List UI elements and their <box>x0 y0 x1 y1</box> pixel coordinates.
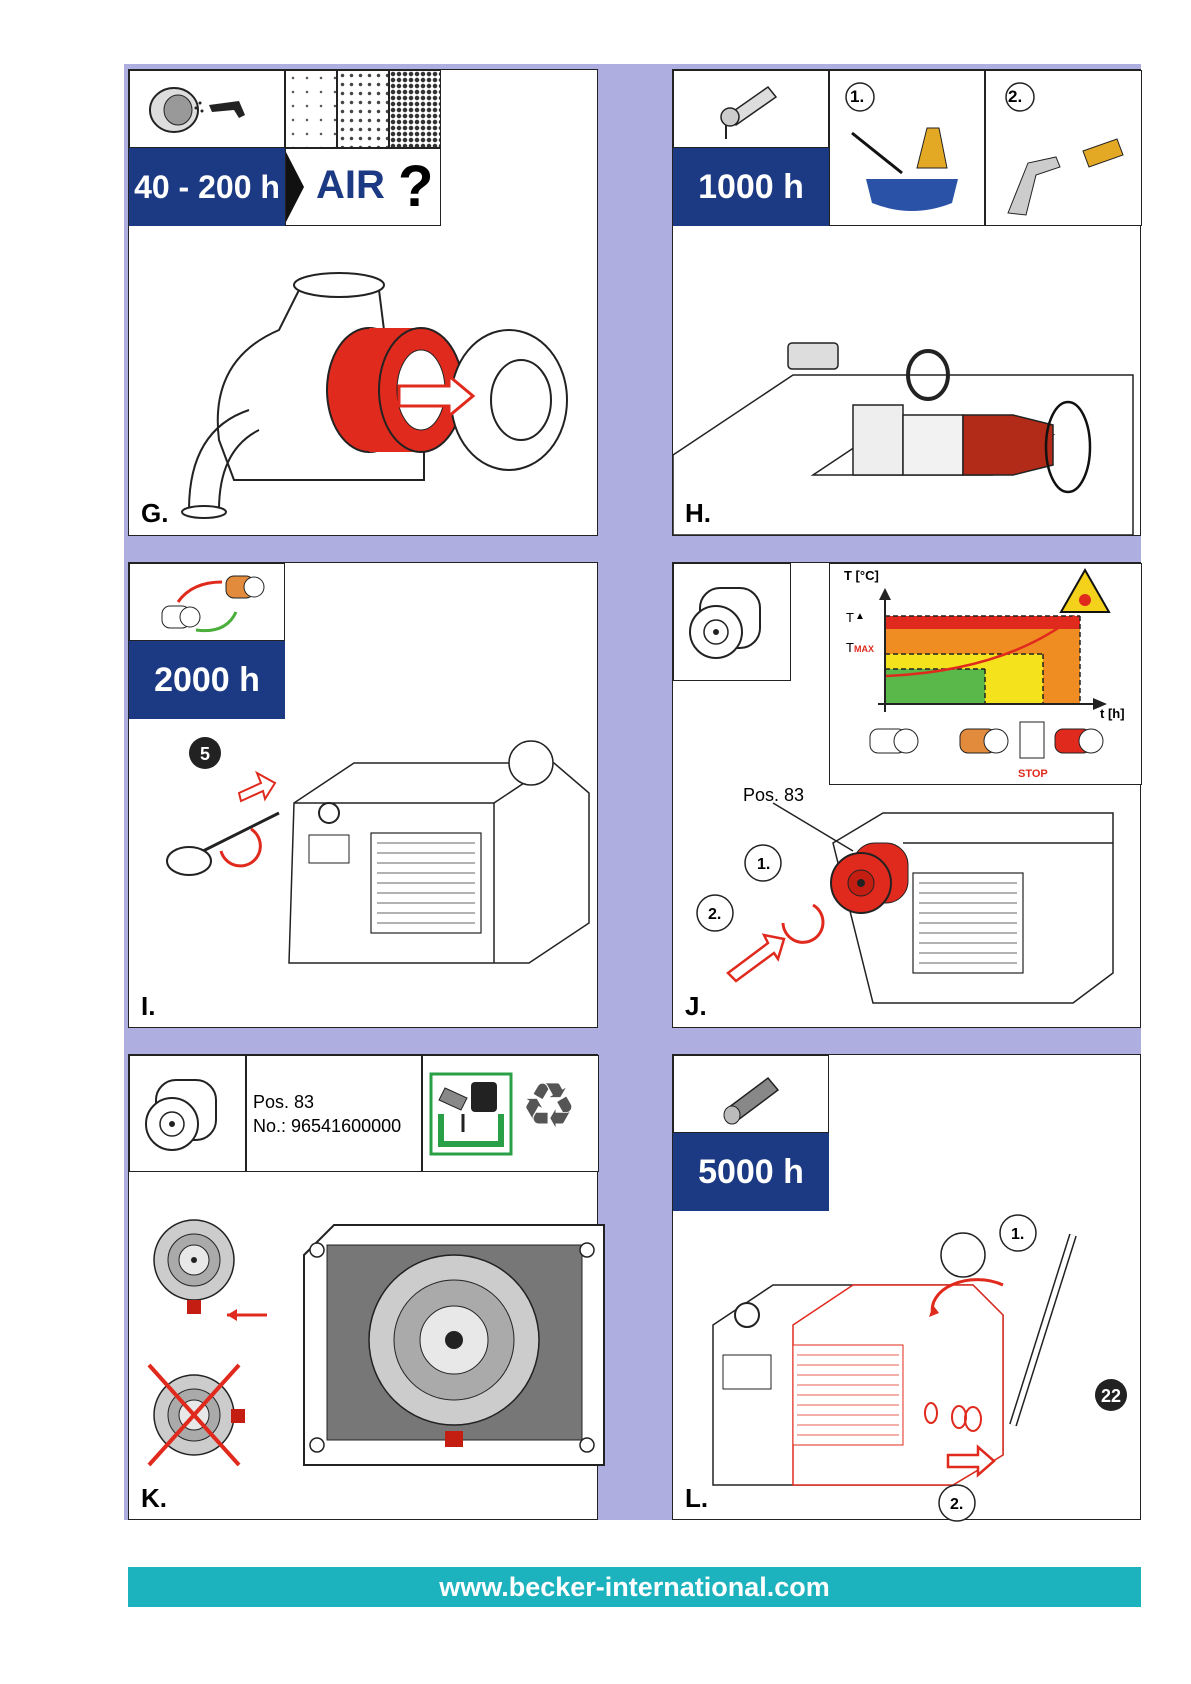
panel-i: 2000 h 5 I. <box>128 562 598 1028</box>
panel-i-letter: I. <box>141 991 155 1022</box>
cartridge-icon <box>678 568 788 678</box>
footer-url[interactable]: www.becker-international.com <box>439 1572 830 1603</box>
valve-icon <box>678 75 828 145</box>
panel-l: 5000 h 1. 22 2. L. <box>672 1054 1141 1520</box>
j-graph-stop: STOP <box>1018 768 1048 780</box>
g-dust-cell-2 <box>337 70 389 148</box>
l-wrench-size: 22 <box>1101 1386 1121 1406</box>
k-icon-cell <box>129 1055 246 1172</box>
filter-screen-icon <box>678 1060 828 1130</box>
pump-cartridge-removal-illustration: 1. 2. <box>673 803 1133 1023</box>
filter-blow-icon <box>134 75 284 145</box>
l-step2-label: 2. <box>950 1496 963 1513</box>
footer-url-bar: www.becker-international.com <box>128 1567 1141 1607</box>
g-air-label: AIR <box>316 163 385 208</box>
panel-k: Pos. 83 No.: 96541600000 ♻ K. <box>128 1054 598 1520</box>
pump-drain-screw-illustration: 5 <box>129 723 589 1023</box>
i-interval-header: 2000 h <box>129 641 285 719</box>
k-part-cell: Pos. 83 No.: 96541600000 <box>246 1055 422 1172</box>
j-temperature-graph-cell: T [°C] T ▲ TMAX t [h] STOP <box>829 563 1142 785</box>
h-icon-cell <box>673 70 829 148</box>
panel-j: T [°C] T ▲ TMAX t [h] STOP <box>672 562 1141 1028</box>
air-filter-illustration <box>149 260 589 520</box>
h-step1-cell: 1. <box>829 70 985 226</box>
h-step2-label: 2. <box>1008 87 1022 107</box>
i-icon-cell <box>129 563 285 641</box>
arrow-right-icon <box>286 152 306 222</box>
j-step1-label: 1. <box>757 856 770 873</box>
g-air-cell: AIR ? <box>285 148 441 226</box>
g-dust-cell-1 <box>285 70 337 148</box>
k-pos-label: Pos. 83 <box>253 1092 314 1113</box>
panel-h: 1000 h 1. 2. H. <box>672 69 1141 536</box>
g-icon-cell <box>129 70 285 148</box>
k-disposal-cell: ♻ <box>422 1055 599 1172</box>
question-mark-icon: ? <box>398 153 433 220</box>
panel-g: 40 - 200 h AIR ? G. <box>128 69 598 536</box>
panel-k-letter: K. <box>141 1483 167 1514</box>
g-interval-header: 40 - 200 h <box>129 148 285 226</box>
l-step1-label: 1. <box>1011 1226 1024 1243</box>
l-icon-cell <box>673 1055 829 1133</box>
l-interval-header: 5000 h <box>673 1133 829 1211</box>
j-icon-cell <box>673 563 791 681</box>
panel-g-letter: G. <box>141 498 168 529</box>
j-step2-label: 2. <box>708 906 721 923</box>
h-step2-cell: 2. <box>985 70 1142 226</box>
g-dust-cell-3 <box>389 70 441 148</box>
panel-j-letter: J. <box>685 991 707 1022</box>
swap-cylinder-icon <box>134 568 284 638</box>
h-interval-header: 1000 h <box>673 148 829 226</box>
vacuum-relief-valve-illustration <box>673 235 1133 535</box>
panel-l-letter: L. <box>685 1483 708 1514</box>
cartridge-icon <box>134 1060 244 1170</box>
h-step1-label: 1. <box>850 87 864 107</box>
temperature-time-graph <box>830 564 1130 764</box>
recycle-icon: ♻ <box>521 1076 577 1138</box>
panel-h-letter: H. <box>685 498 711 529</box>
k-part-number: No.: 96541600000 <box>253 1116 401 1137</box>
cartridge-orientation-illustration <box>129 1175 589 1475</box>
oil-disposal-icon <box>431 1074 511 1154</box>
pump-screen-removal-illustration: 1. 22 2. <box>673 1205 1133 1505</box>
i-wrench-size: 5 <box>200 744 210 764</box>
